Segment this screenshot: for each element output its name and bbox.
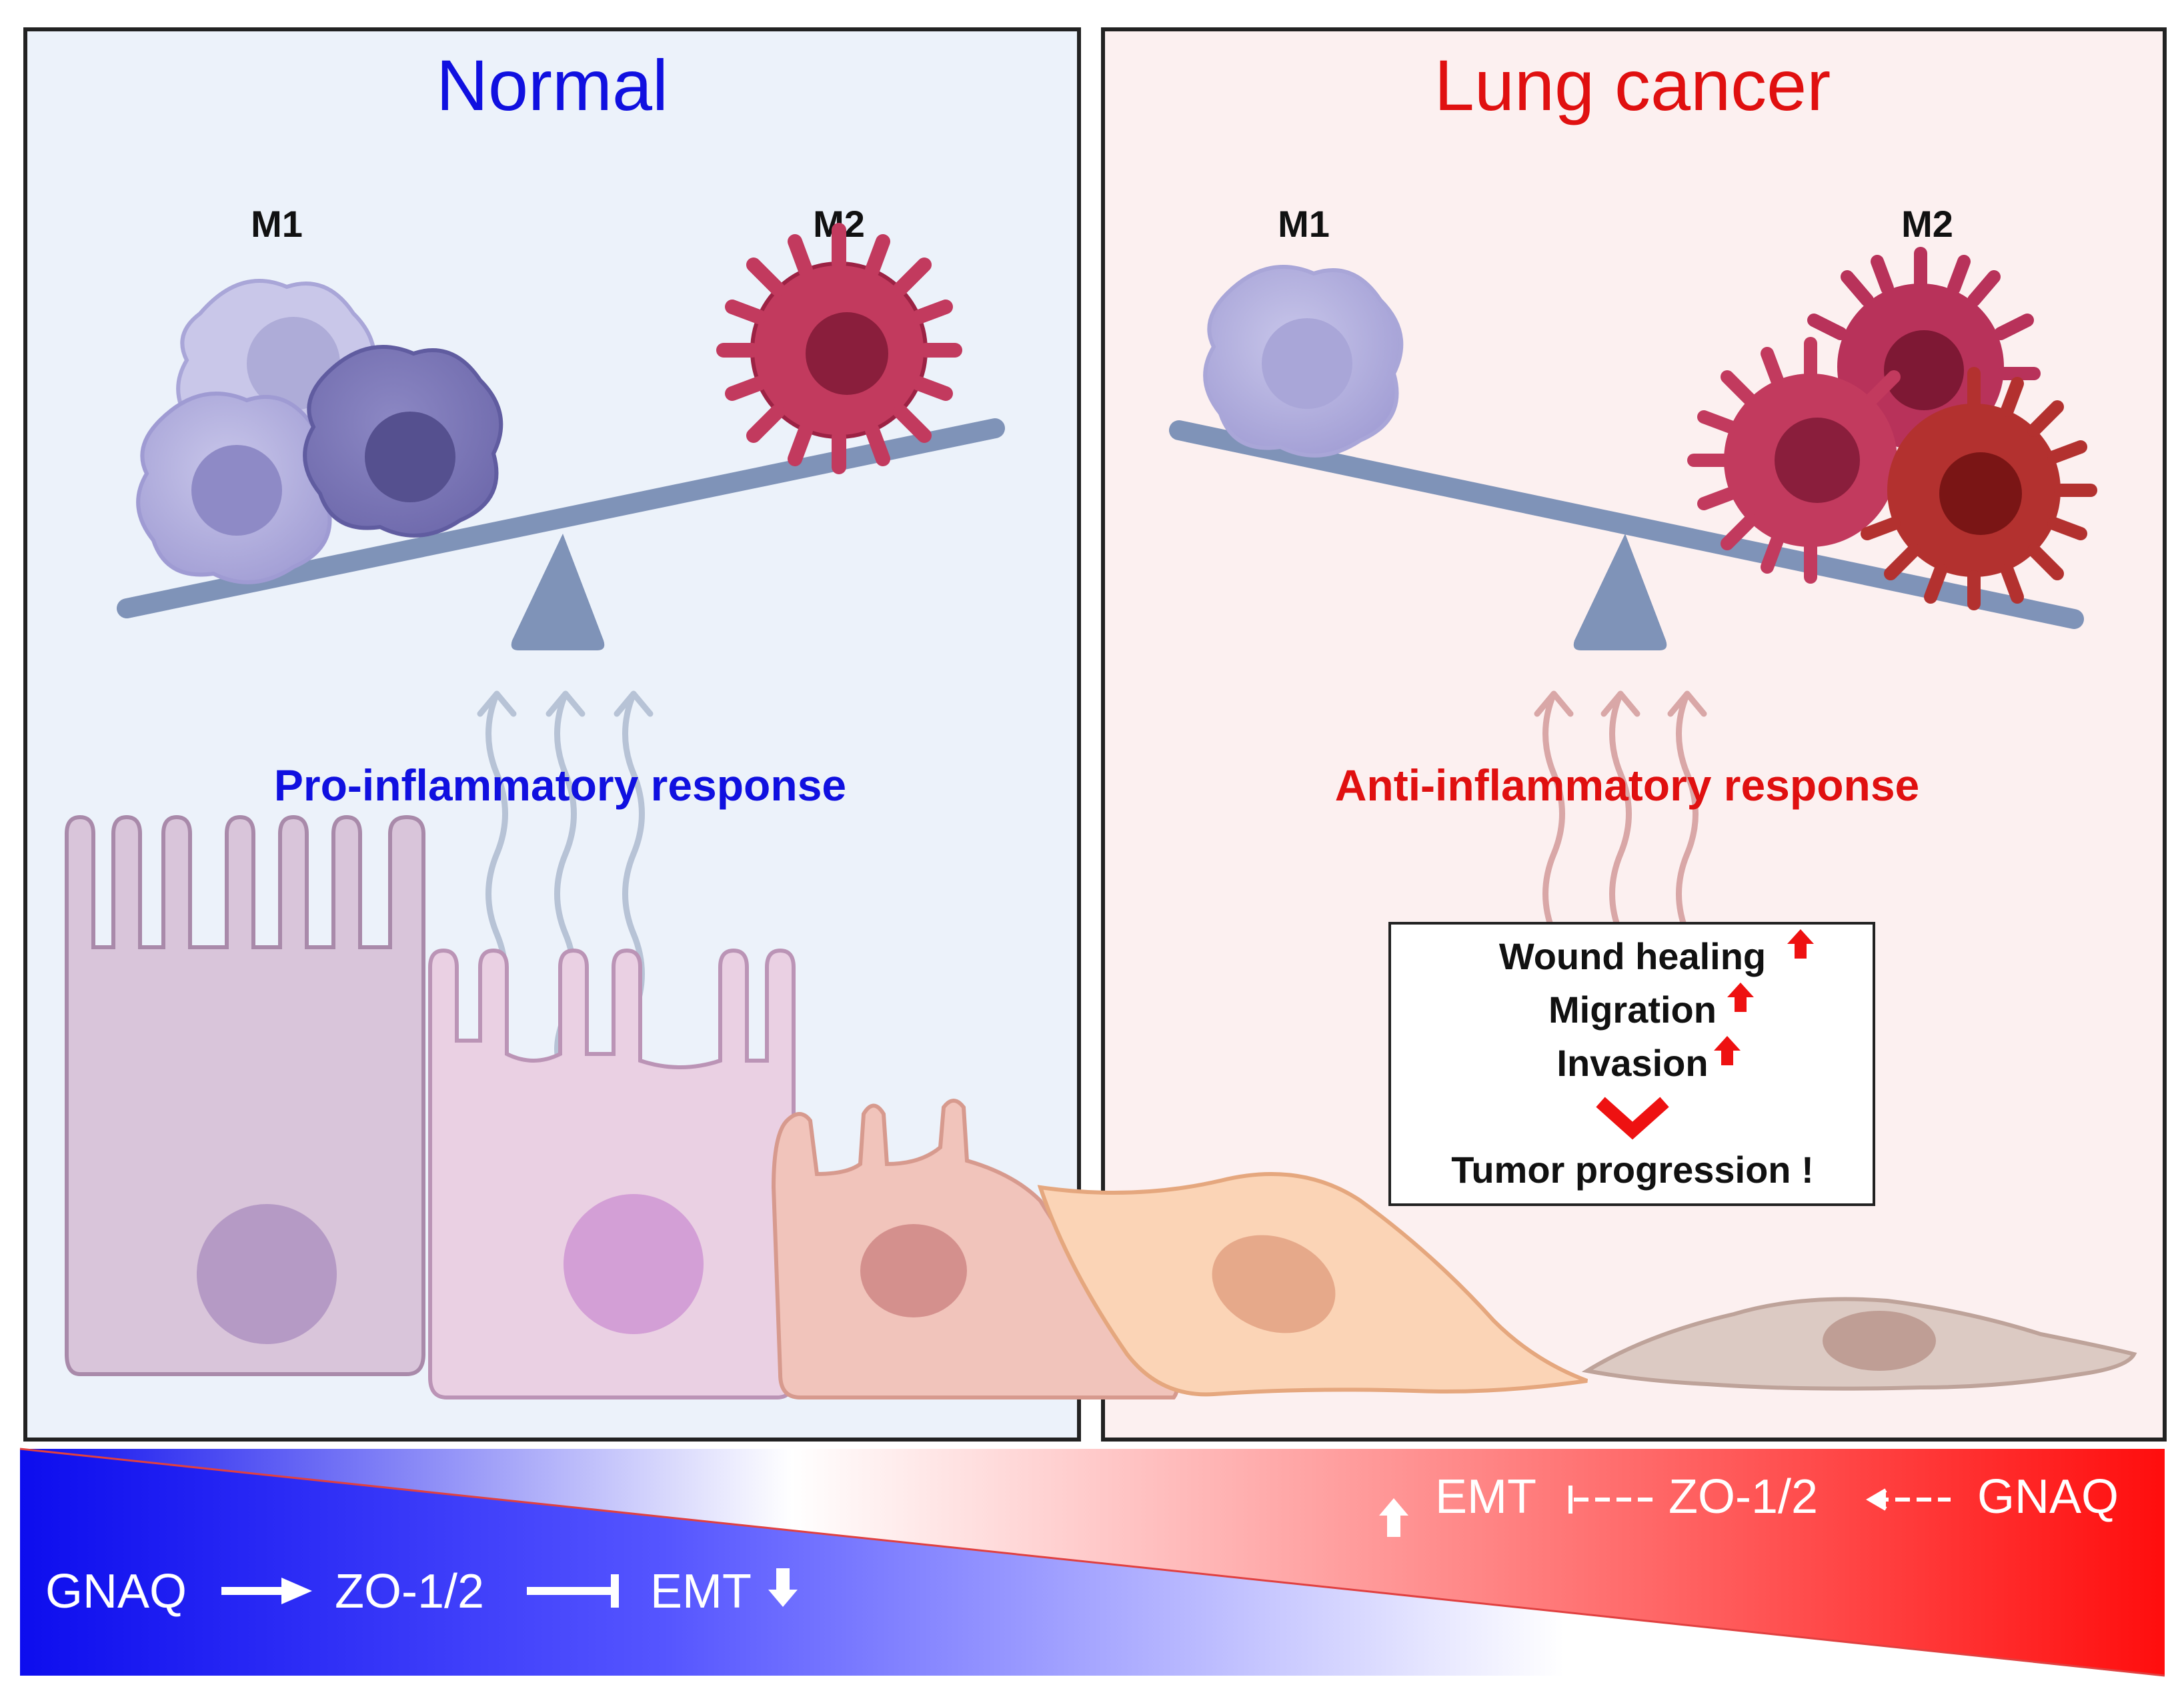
cancer-panel-title: Lung cancer [1434, 45, 1831, 125]
cancer-seesaw-beam [1169, 420, 2084, 629]
cancer-m1-label: M1 [1278, 203, 1330, 245]
normal-gnaq-label: GNAQ [45, 1565, 187, 1618]
gradient-divider [19, 1448, 2165, 1677]
m1-cell [303, 345, 503, 538]
pathway-bar: EMT ZO-1/2 GNAQ GNAQ ZO-1/2 [19, 1448, 2165, 1677]
up-arrow-icon [1379, 1498, 1408, 1537]
normal-emt-label: EMT [650, 1565, 752, 1618]
cancer-m2-cells [1687, 247, 2097, 610]
pro-inflammatory-label: Pro-inflammatory response [274, 760, 846, 810]
cancer-zo-label: ZO-1/2 [1669, 1470, 1818, 1524]
normal-pathway: GNAQ ZO-1/2 EMT [45, 1565, 798, 1618]
cancer-emt-label: EMT [1435, 1470, 1536, 1524]
down-arrow-icon [768, 1568, 798, 1607]
normal-m1-label: M1 [251, 203, 303, 245]
cancer-panel: Lung cancer M1 M2 [1101, 27, 2167, 1442]
activation-arrow-icon [221, 1578, 312, 1604]
normal-seesaw-fulcrum [511, 534, 605, 650]
cancer-seesaw [1169, 420, 2084, 650]
mesenchymal-cell [1581, 1297, 2137, 1391]
inhibition-arrow-icon [1568, 1486, 1654, 1514]
normal-zo-label: ZO-1/2 [335, 1565, 484, 1618]
inhibition-arrow-icon [527, 1574, 619, 1608]
tumor-progression-label: Tumor progression ! [1451, 1149, 1813, 1191]
activation-arrow-icon [1866, 1488, 1951, 1511]
migration-label: Migration [1548, 989, 1717, 1031]
effects-box-frame [1388, 922, 1875, 1206]
invasion-label: Invasion [1556, 1042, 1708, 1084]
m1-cell [136, 392, 337, 584]
m2-cell [1687, 337, 1901, 584]
mesenchymal-cell [1037, 1172, 1588, 1397]
epithelial-cell [428, 948, 796, 1399]
cancer-pathway: EMT ZO-1/2 GNAQ [1379, 1470, 2119, 1537]
epithelial-cell [65, 814, 425, 1376]
normal-m2-cell [716, 223, 962, 474]
normal-panel-title: Normal [436, 45, 668, 125]
cancer-m2-label: M2 [1901, 203, 1953, 245]
normal-m1-cells [136, 279, 503, 584]
up-arrow-icon [1714, 1036, 1741, 1065]
cancer-seesaw-fulcrum [1573, 534, 1667, 650]
cancer-m1-cell [1203, 265, 1404, 458]
up-arrow-icon [1787, 929, 1814, 959]
cancer-gnaq-label: GNAQ [1977, 1470, 2119, 1524]
anti-inflammatory-label: Anti-inflammatory response [1335, 760, 1920, 810]
chevron-down-icon [1596, 1097, 1669, 1140]
emt-cell-transition [65, 814, 2137, 1399]
effects-box: Wound healing Migration Invasion Tumor p… [1388, 922, 1875, 1206]
up-arrow-icon [1727, 983, 1754, 1012]
wound-healing-label: Wound healing [1499, 935, 1766, 977]
m2-cell [1861, 367, 2097, 610]
